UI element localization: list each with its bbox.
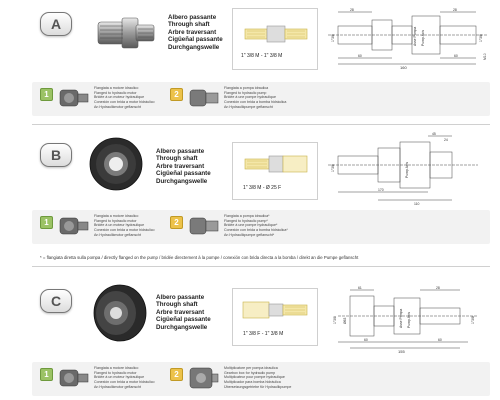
- svg-text:160: 160: [400, 65, 407, 70]
- svg-text:60: 60: [364, 338, 368, 342]
- through-shaft-image-a: [97, 17, 155, 49]
- options-row-b: [32, 210, 490, 244]
- svg-text:1"3/8: 1"3/8: [331, 164, 335, 172]
- svg-text:Ø63: Ø63: [343, 317, 347, 324]
- through-shaft-image-c: [93, 284, 147, 342]
- technical-drawing-b: 45 24 170 110 Pump Axis 1"3/8: [328, 132, 478, 206]
- divider: [32, 266, 490, 267]
- svg-text:61: 61: [358, 286, 362, 290]
- technical-drawing-c: 61 28 60 60 155 Asse Pompa Pump Axis Ø63…: [333, 286, 478, 354]
- shaft-names-a: Albero passante Through shaft Arbre trav…: [168, 14, 223, 51]
- svg-text:Pump Axis: Pump Axis: [405, 162, 409, 178]
- svg-text:Pump Axis: Pump Axis: [407, 312, 411, 328]
- hydraulic-motor-image-a: [59, 89, 89, 107]
- options-row-a: [32, 82, 490, 116]
- hydraulic-pump-image-a: [189, 89, 219, 107]
- svg-text:60: 60: [454, 54, 458, 58]
- section-letter-a: A: [40, 12, 72, 36]
- options-row-c: [32, 362, 490, 396]
- footnote: * = flangiata diretta sulla pompa / dire…: [40, 255, 359, 260]
- shaft-schematic-b: 1" 3/8 M - Ø 25 F: [232, 142, 318, 200]
- svg-text:60: 60: [358, 54, 362, 58]
- shaft-names-b: Albero passante Through shaft Arbre trav…: [156, 148, 211, 185]
- svg-text:28: 28: [436, 286, 440, 290]
- svg-text:45: 45: [432, 132, 436, 136]
- option-badge-2-c: 2: [170, 368, 183, 381]
- svg-text:170: 170: [378, 188, 384, 192]
- shaft-schematic-c: 1" 3/8 F - 1" 3/8 M: [232, 288, 318, 346]
- shaft-label-c: 1" 3/8 F - 1" 3/8 M: [243, 331, 284, 337]
- shaft-label-a: 1" 3/8 M - 1" 3/8 M: [241, 53, 283, 59]
- svg-text:28: 28: [350, 8, 354, 12]
- technical-drawing-a: 28 28 60 60 160 Asse Pompa Pump Axis 1"3…: [328, 8, 488, 70]
- hydraulic-pump-image-b: [189, 217, 219, 235]
- option-badge-2-b: 2: [170, 216, 183, 229]
- svg-text:Asse Pompa: Asse Pompa: [399, 309, 403, 328]
- shaft-schematic-a: 1" 3/8 M - 1" 3/8 M: [232, 8, 318, 70]
- option-badge-1-c: 1: [40, 368, 53, 381]
- svg-text:110: 110: [414, 202, 420, 206]
- svg-text:1"3/8: 1"3/8: [479, 34, 483, 42]
- svg-text:24: 24: [444, 138, 448, 142]
- section-letter-b: B: [40, 143, 72, 167]
- divider: [32, 124, 490, 125]
- svg-text:1"3/8: 1"3/8: [331, 34, 335, 42]
- option-badge-2-a: 2: [170, 88, 183, 101]
- svg-text:155: 155: [398, 349, 405, 354]
- svg-text:Pump Axis: Pump Axis: [421, 30, 425, 46]
- svg-text:28: 28: [453, 8, 457, 12]
- option-badge-1-a: 1: [40, 88, 53, 101]
- shaft-label-b: 1" 3/8 M - Ø 25 F: [243, 185, 282, 191]
- svg-text:60: 60: [438, 338, 442, 342]
- option-2-text-b: Flangiata a pompa idraulica*Flanged to h…: [224, 214, 288, 237]
- hydraulic-motor-image-c: [59, 369, 89, 387]
- svg-text:M10: M10: [483, 53, 487, 60]
- gearbox-image-c: [189, 367, 219, 389]
- shaft-names-c: Albero passante Through shaft Arbre trav…: [156, 294, 211, 331]
- svg-text:Asse Pompa: Asse Pompa: [413, 27, 417, 46]
- hydraulic-motor-image-b: [59, 217, 89, 235]
- option-badge-1-b: 1: [40, 216, 53, 229]
- section-letter-c: C: [40, 289, 72, 313]
- svg-text:1"3/8: 1"3/8: [333, 316, 337, 324]
- through-shaft-image-b: [89, 137, 143, 191]
- svg-text:1"3/8: 1"3/8: [471, 316, 475, 324]
